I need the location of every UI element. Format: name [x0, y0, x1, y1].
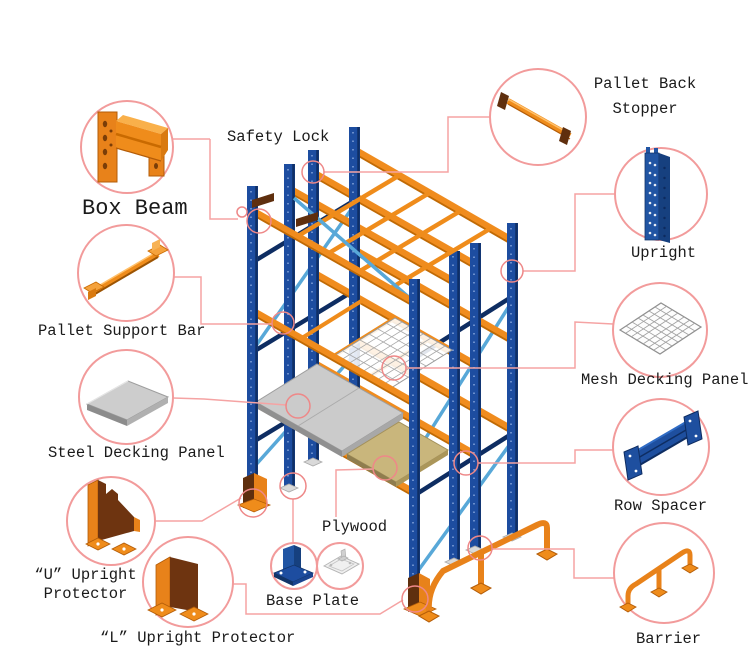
u-upright-protector-icon	[85, 479, 140, 556]
u-upright-protector-label-line2: Protector	[43, 585, 128, 603]
rack-post	[247, 186, 258, 482]
upright-target-circle	[500, 259, 524, 283]
upright-icon	[644, 147, 670, 243]
rack-post	[444, 251, 464, 567]
u-upright-protector-target-circle	[238, 488, 268, 518]
pallet-support-bar-label: Pallet Support Bar	[38, 322, 206, 340]
row-spacer-leader	[478, 449, 613, 464]
upright-label: Upright	[631, 244, 697, 262]
pallet-support-bar-leader	[174, 276, 272, 325]
base-plate-flat-icon	[322, 548, 361, 575]
base-plate-label: Base Plate	[266, 592, 360, 610]
rack-front-posts	[247, 186, 420, 580]
safety-lock-connectors	[252, 193, 318, 227]
base-plate-target-circle	[279, 472, 307, 500]
safety-lock-leader	[209, 139, 238, 220]
l-upright-protector-leader	[233, 583, 404, 615]
barrier-label: Barrier	[636, 630, 702, 648]
barrier-leader	[492, 548, 614, 579]
steel-decking-panel-icon	[85, 380, 170, 426]
pallet-back-stopper-icon	[497, 92, 572, 145]
l-upright-protector-target-circle	[401, 585, 429, 613]
rack-post	[409, 279, 420, 580]
rack-steel-deck	[255, 363, 404, 457]
pallet-back-stopper-leader	[324, 116, 491, 173]
rack-barrier	[417, 520, 559, 623]
pallet-back-stopper-label-line1: Pallet Back	[593, 75, 697, 93]
plywood-target-circle	[372, 455, 398, 481]
steel-decking-panel-leader	[172, 397, 287, 406]
u-upright-protector-leader	[155, 497, 242, 522]
pallet-back-stopper-label-line2: Stopper	[612, 100, 678, 118]
row-spacer-target-circle	[453, 450, 479, 476]
mesh-decking-panel-label: Mesh Decking Panel	[581, 371, 749, 389]
base-plate-icon	[273, 545, 315, 586]
pallet-back-stopper-target-circle	[301, 160, 325, 184]
barrier-icon	[619, 548, 699, 613]
upright-leader	[523, 193, 615, 272]
plywood-leader	[335, 468, 375, 517]
box-beam-icon	[97, 111, 168, 183]
mesh-decking-panel-icon	[618, 302, 703, 355]
safety-lock-target-circle	[246, 208, 272, 234]
rack-illustration	[236, 127, 559, 623]
pallet-support-bar-icon	[83, 239, 169, 300]
rack-post	[465, 243, 485, 555]
box-beam-label: Box Beam	[82, 196, 188, 221]
row-spacer-icon	[623, 410, 703, 481]
l-upright-protector-label: “L” Upright Protector	[100, 629, 296, 647]
steel-decking-panel-target-circle	[285, 393, 311, 419]
rack-post	[502, 223, 522, 542]
steel-decking-panel-label: Steel Decking Panel	[48, 444, 225, 462]
pallet-support-bar-target-circle	[271, 311, 295, 335]
mesh-decking-panel-target-circle	[381, 355, 407, 381]
callout-leader-lines	[155, 116, 615, 615]
barrier-target-circle	[467, 535, 493, 561]
callout-target-circles	[236, 160, 524, 613]
row-spacer-label: Row Spacer	[614, 497, 708, 515]
barrier-circle	[613, 522, 715, 624]
mesh-decking-panel-leader	[406, 321, 614, 369]
plywood-label: Plywood	[322, 518, 388, 536]
safety-lock-target-circle	[236, 206, 248, 218]
safety-lock-label: Safety Lock	[227, 128, 330, 146]
u-upright-protector-label: “U” Upright Protector	[18, 566, 153, 604]
l-upright-protector-icon	[147, 556, 209, 622]
u-upright-protector-label-line1: “U” Upright	[34, 566, 137, 584]
pallet-back-stopper-label: Pallet Back Stopper	[565, 72, 725, 122]
